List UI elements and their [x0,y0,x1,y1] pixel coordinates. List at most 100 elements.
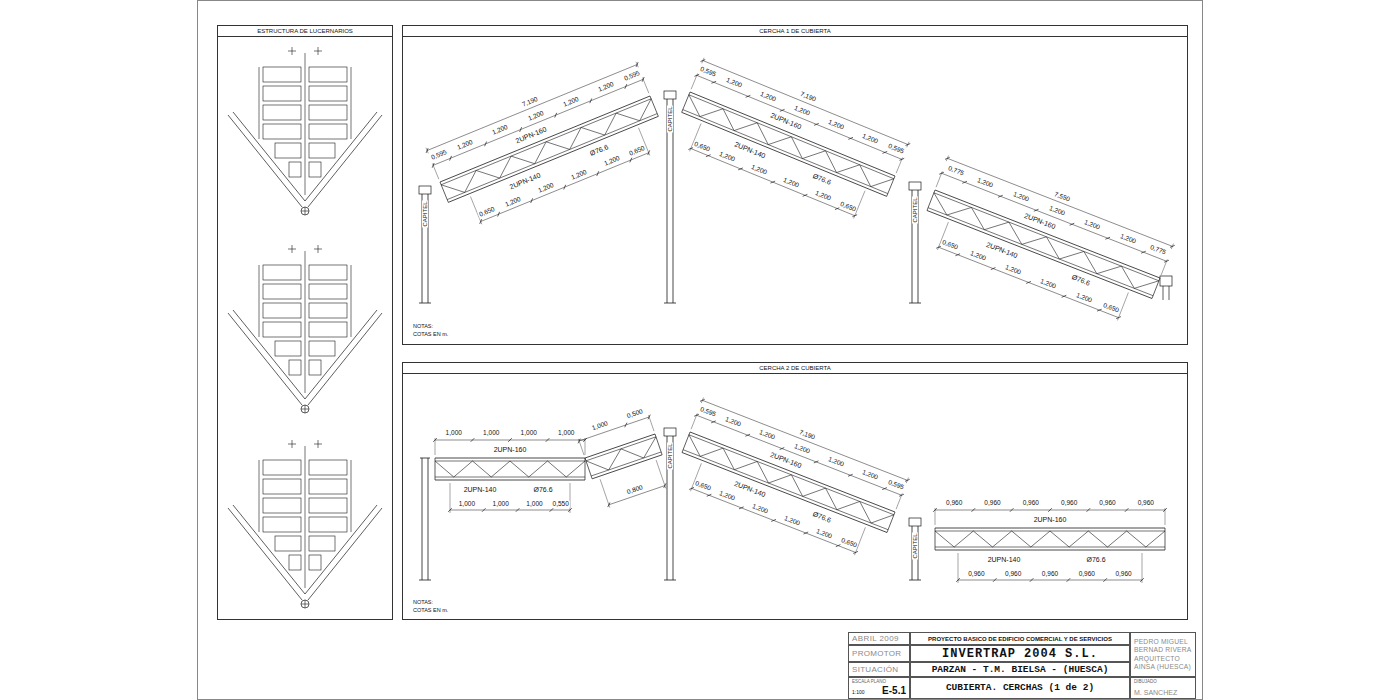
member-label: 2UPN-160 [514,125,549,145]
dimension-label: 1,200 [782,515,801,528]
web-diagonal [971,207,1009,229]
extension-line [656,460,666,488]
section-mark [318,47,319,55]
section-mark [318,245,319,253]
dimension-tick [1116,317,1121,319]
member-label: 2UPN-140 [733,479,768,498]
dimension-tick [780,448,785,450]
note-text: NOTAS: [412,600,434,606]
top-chord [585,434,655,458]
sheet-frame [198,1,1203,700]
rafter-line [233,505,305,594]
column-base [419,303,431,304]
beam-cell [309,555,321,570]
rafter-line [233,310,305,399]
dimension-label: 0,500 [626,408,645,420]
beam-cell [309,536,335,551]
dimension-tick [664,483,666,488]
dimension-tick [882,488,887,490]
dimension-tick [625,423,627,428]
dimension-label: 0,960 [967,571,985,578]
beam-cell [309,265,347,280]
dimension-label: 1,200 [526,109,545,122]
dimension-line [942,173,1167,261]
beam-cell [309,124,347,139]
beam-cell [309,67,347,82]
top-chord [435,458,585,459]
dimension-label: 0,550 [552,501,570,508]
column-base [909,580,921,581]
note-text: NOTAS: [412,324,434,330]
dimension-tick [482,508,486,512]
bottom-chord [683,450,888,530]
rafter-line [308,313,382,405]
roof-truss [933,508,1167,583]
top-chord [934,193,1159,281]
dimension-label: 0,595 [698,406,717,419]
beam-cell [263,86,301,101]
web-diagonal [826,151,860,173]
site-name: PARZAN - T.M. BIELSA - (HUESCA) [932,665,1109,675]
dimension-tick [711,421,716,423]
roof-truss [433,438,587,513]
dimension-tick [433,438,437,442]
dimension-tick [1030,578,1034,582]
web-diagonal [1012,531,1050,547]
rafter-line [308,508,382,600]
top-chord [689,95,894,179]
end-support [1160,276,1172,300]
dimension-tick [1010,508,1014,512]
skylight-frame [228,440,382,608]
dimension-tick [448,508,452,512]
dimension-label: 1,200 [503,195,522,208]
dimension-line [939,247,1119,317]
dimension-tick [1140,578,1144,582]
dimension-label: 1,200 [1083,218,1102,231]
web-diagonal [934,193,972,215]
date-text: ABRIL 2009 [852,635,899,643]
top-chord [441,99,651,185]
dimension-tick [590,98,592,103]
web-diagonal [1088,531,1126,547]
dimension-total: 7,190 [797,428,816,441]
field-name: SITUACIÓN [852,666,898,674]
beam-cell [289,360,301,375]
extension-line [1171,244,1173,250]
dimension-tick [848,137,853,139]
capital-symbol [664,91,676,99]
extension-line [570,483,571,513]
dimension-label: 1,200 [861,132,880,145]
dimension-label: 0,650 [839,537,858,550]
dimension-total: 7,190 [798,91,817,104]
note-text: COTAS EN m. [412,608,449,614]
extension-line [642,77,648,93]
skylight-frame [228,245,382,413]
dimension-label: 0,960 [1137,500,1155,507]
web-diagonal [1127,531,1165,547]
member-label: Ø76.6 [811,172,833,186]
web-diagonal [1121,266,1159,288]
dimension-tick [636,62,638,67]
architect-name: PEDRO MIGUEL BERNAD RIVERA ARQUITECTO AI… [1134,638,1192,672]
dimension-label: 0,650 [478,206,497,219]
member-label: Ø76.6 [1070,273,1092,287]
dimension-tick [780,109,785,111]
bottom-chord [935,547,1165,548]
dimension-tick [1141,251,1146,253]
dimension-total: 7,550 [1052,190,1071,203]
dimension-tick [933,508,937,512]
dimension-tick [597,171,599,176]
capital-label: CAPITEL [422,200,428,227]
section-mark [318,440,319,448]
web-diagonal [546,127,581,149]
column [909,518,921,580]
rafter-line [228,115,302,207]
title-cell: PARZAN - T.M. BIELSA - (HUESCA) [910,662,1130,677]
dimension-label: 1,200 [749,163,768,176]
web-diagonal [791,137,825,159]
capital-symbol [664,428,676,436]
dimension-label: 0,650 [1101,302,1120,315]
roof-truss [578,415,666,508]
dimension-tick [630,158,632,163]
dimension-tick [564,185,566,190]
